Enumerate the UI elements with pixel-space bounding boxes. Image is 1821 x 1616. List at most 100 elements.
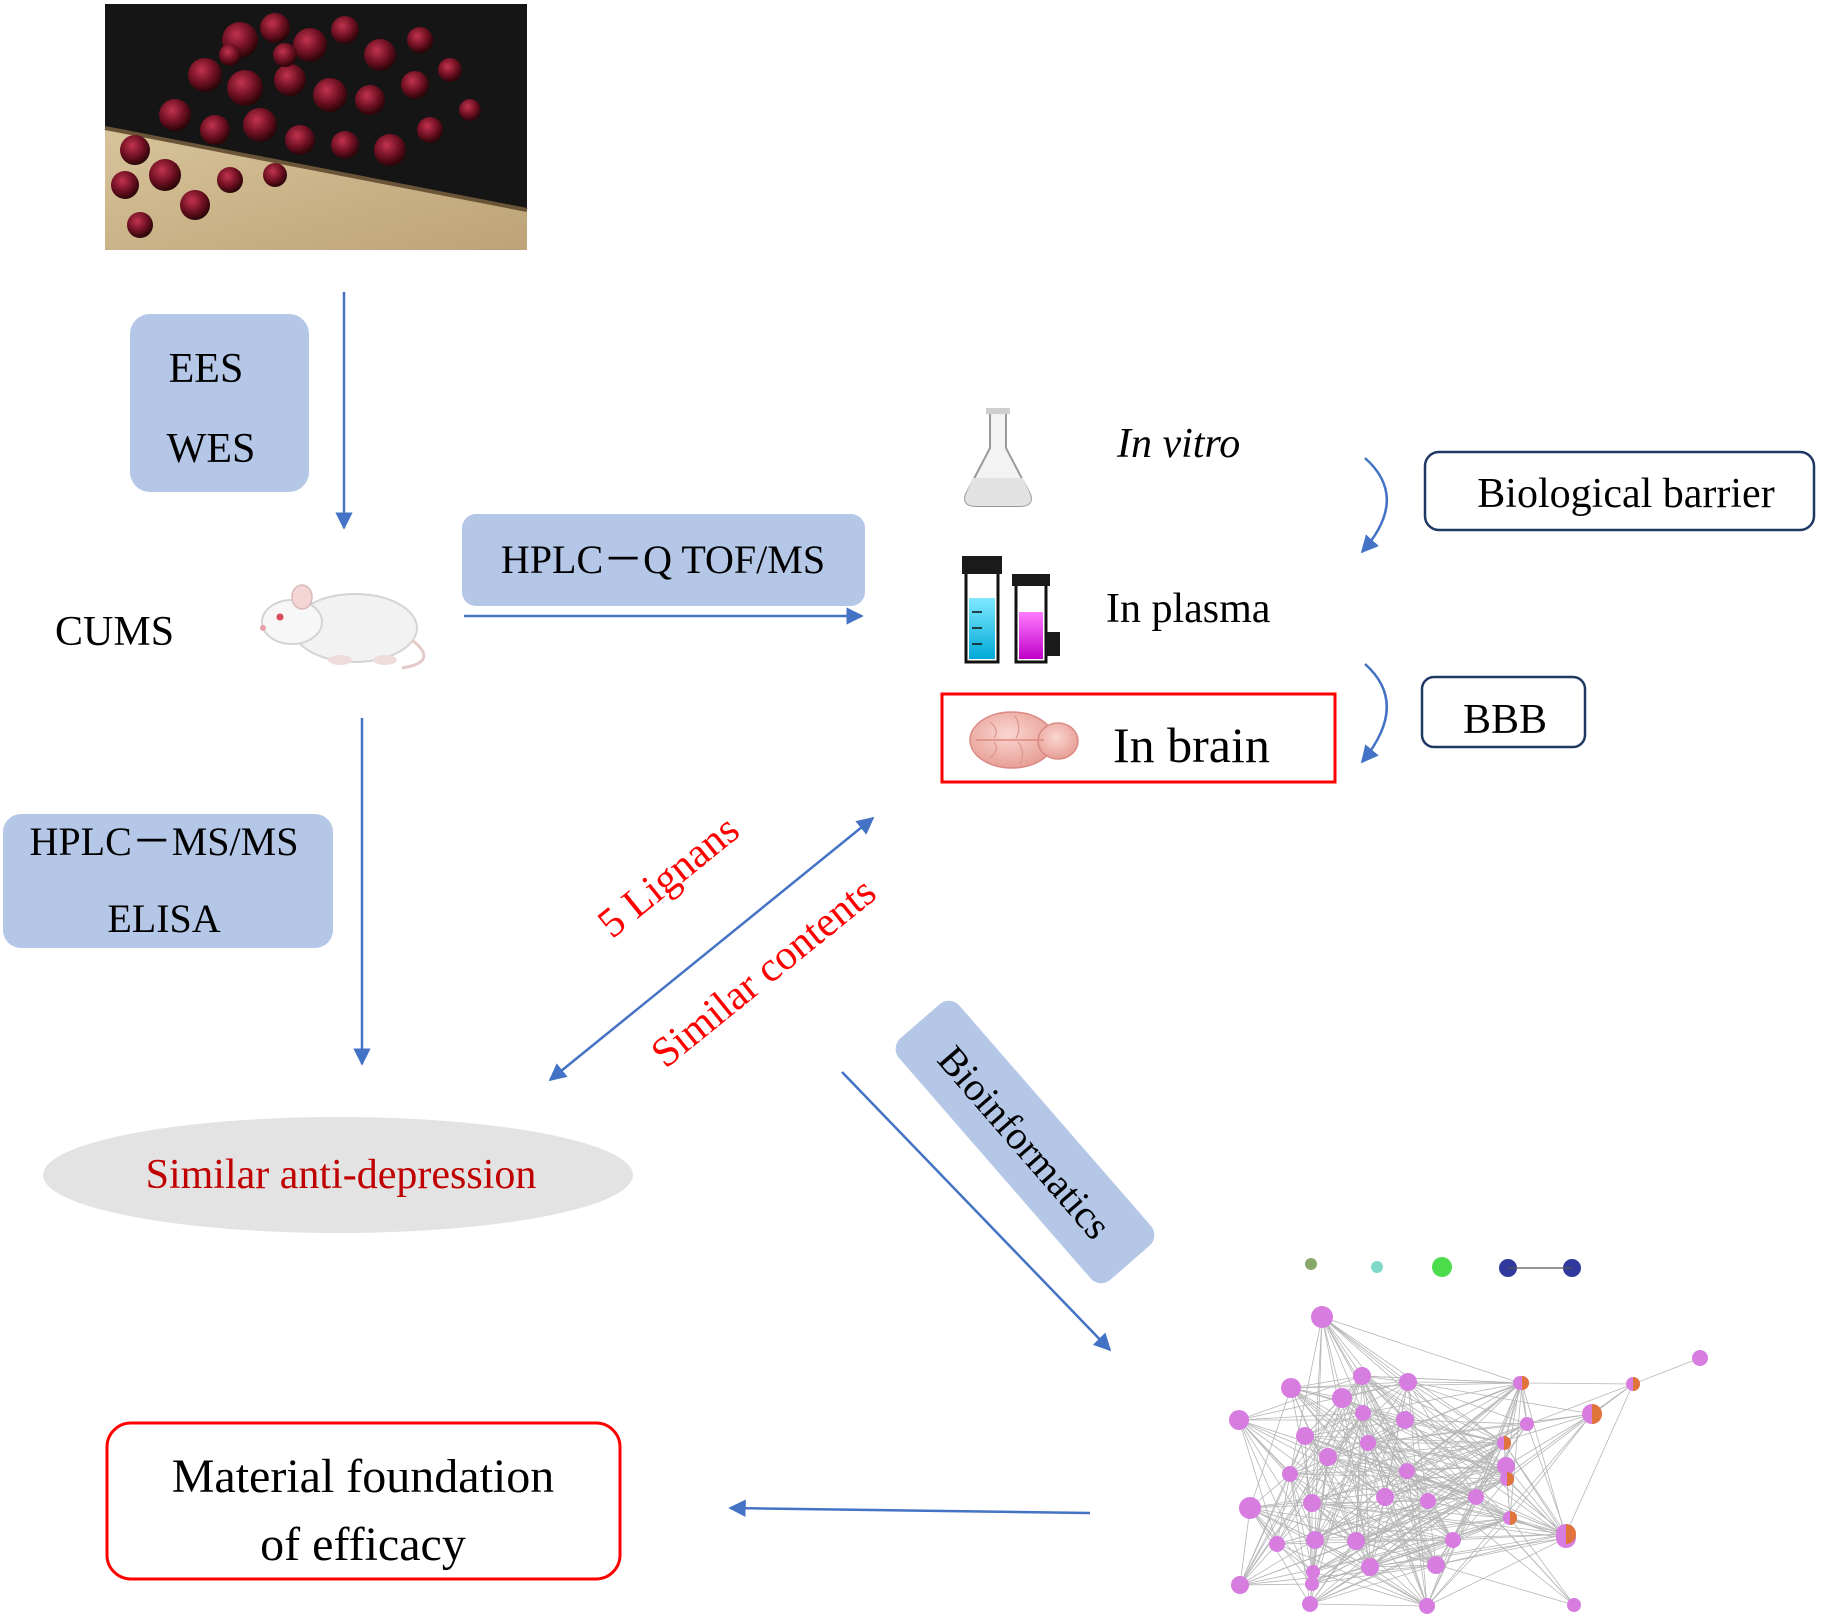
in-vitro-label: In vitro: [1116, 421, 1240, 467]
network-node: [1399, 1463, 1415, 1479]
network-edge: [1321, 1316, 1363, 1377]
arrow-network-to-foundation: [728, 1499, 1091, 1517]
mouse-icon: [260, 584, 426, 670]
network-edge: [1311, 1517, 1511, 1585]
network-hub-half: [1566, 1524, 1576, 1544]
network-edge: [1239, 1473, 1291, 1586]
network-edge: [1249, 1507, 1311, 1605]
network-edge: [1355, 1540, 1575, 1606]
network-edge: [1361, 1375, 1523, 1384]
network-node: [1427, 1556, 1445, 1574]
network-edge: [1406, 1465, 1507, 1472]
network-edge: [1321, 1316, 1521, 1384]
network-node: [1319, 1448, 1337, 1466]
network-graph: [1229, 1257, 1708, 1614]
hplc-msms-label: HPLC－MS/MS: [30, 819, 299, 864]
bbb-box: BBB: [1420, 675, 1587, 749]
cums-label: CUMS: [55, 609, 174, 655]
network-edge: [1239, 1543, 1278, 1586]
network-edge: [1290, 1375, 1363, 1389]
network-edge: [1239, 1564, 1437, 1586]
network-edge: [1249, 1507, 1428, 1607]
network-edge: [1289, 1473, 1511, 1519]
network-edge: [1238, 1419, 1313, 1585]
network-edge: [1289, 1442, 1505, 1475]
network-edge: [1369, 1564, 1437, 1568]
test-tubes-icon: [962, 556, 1060, 664]
network-node: [1399, 1373, 1417, 1391]
biological-barrier-box: Biological barrier: [1423, 450, 1816, 532]
network-edge: [1435, 1533, 1567, 1566]
network-hub-half: [1504, 1436, 1511, 1450]
network-edge: [1509, 1517, 1575, 1606]
network-node: [1692, 1350, 1708, 1366]
network-edge: [1369, 1566, 1428, 1607]
network-edge: [1435, 1537, 1567, 1566]
network-edge: [1238, 1419, 1357, 1542]
network-edge: [1249, 1387, 1292, 1509]
network-edge: [1362, 1412, 1505, 1444]
network-hub-half: [1507, 1472, 1514, 1486]
in-brain-box: In brain: [940, 692, 1337, 784]
network-node: [1311, 1306, 1333, 1328]
network-edge: [1290, 1387, 1369, 1444]
network-edge: [1355, 1381, 1409, 1542]
network-hub-half: [1633, 1377, 1640, 1391]
network-edge: [1367, 1413, 1593, 1444]
network-node: [1305, 1577, 1319, 1591]
network-edge: [1304, 1375, 1363, 1437]
network-node: [1355, 1405, 1371, 1421]
network-edge: [1361, 1375, 1505, 1444]
network-edge: [1290, 1381, 1409, 1389]
network-edge: [1406, 1383, 1634, 1472]
network-edge: [1632, 1357, 1701, 1385]
arrow-bidirectional-lignans: [548, 816, 875, 1082]
network-edge: [1327, 1381, 1409, 1458]
network-edge: [1452, 1517, 1511, 1541]
bioinformatics-box: Bioinformatics: [895, 1000, 1155, 1284]
network-edge: [1369, 1533, 1567, 1568]
network-edge: [1452, 1382, 1521, 1541]
network-edge: [1276, 1473, 1291, 1545]
network-edge: [1369, 1537, 1567, 1568]
network-edge: [1238, 1419, 1386, 1498]
network-edge: [1321, 1316, 1408, 1472]
network-edge: [1367, 1442, 1437, 1566]
extract-ees-label: EES: [169, 346, 244, 392]
network-edge: [1355, 1375, 1363, 1542]
network-node: [1239, 1497, 1261, 1519]
network-edge: [1362, 1412, 1508, 1480]
arrow-to-network: [841, 1071, 1112, 1352]
network-node: [1332, 1388, 1352, 1408]
arrow-curve-plasma-to-brain: [1360, 663, 1388, 764]
network-edge: [1407, 1381, 1505, 1444]
network-node: [1303, 1494, 1321, 1512]
network-edge: [1314, 1500, 1429, 1541]
antidepression-ellipse: Similar anti-depression: [43, 1117, 633, 1233]
network-edge: [1304, 1435, 1505, 1444]
network-edge: [1355, 1442, 1505, 1542]
network-node: [1302, 1596, 1318, 1612]
network-edge: [1526, 1413, 1593, 1425]
similar-contents-label: Similar contents: [643, 869, 885, 1077]
berries-photo: [104, 4, 528, 250]
network-hub-half: [1510, 1511, 1517, 1525]
network-edge: [1276, 1543, 1428, 1607]
bioinformatics-label: Bioinformatics: [929, 1037, 1120, 1248]
network-edge: [1369, 1517, 1511, 1568]
network-edge: [1327, 1375, 1363, 1458]
network-node: [1445, 1532, 1461, 1548]
network-edge: [1361, 1375, 1386, 1498]
extracts-box: EES WES: [130, 314, 309, 492]
network-edge: [1311, 1442, 1505, 1585]
bbb-label: BBB: [1463, 697, 1547, 743]
network-edge: [1426, 1442, 1505, 1607]
network-edge: [1289, 1465, 1507, 1475]
network-edge: [1384, 1442, 1505, 1498]
network-node: [1269, 1536, 1285, 1552]
network-edge: [1369, 1496, 1477, 1568]
network-edge: [1503, 1442, 1567, 1535]
lignans-label: 5 Lignans: [590, 807, 749, 948]
in-brain-label: In brain: [1113, 717, 1270, 773]
network-edge: [1521, 1382, 1567, 1539]
